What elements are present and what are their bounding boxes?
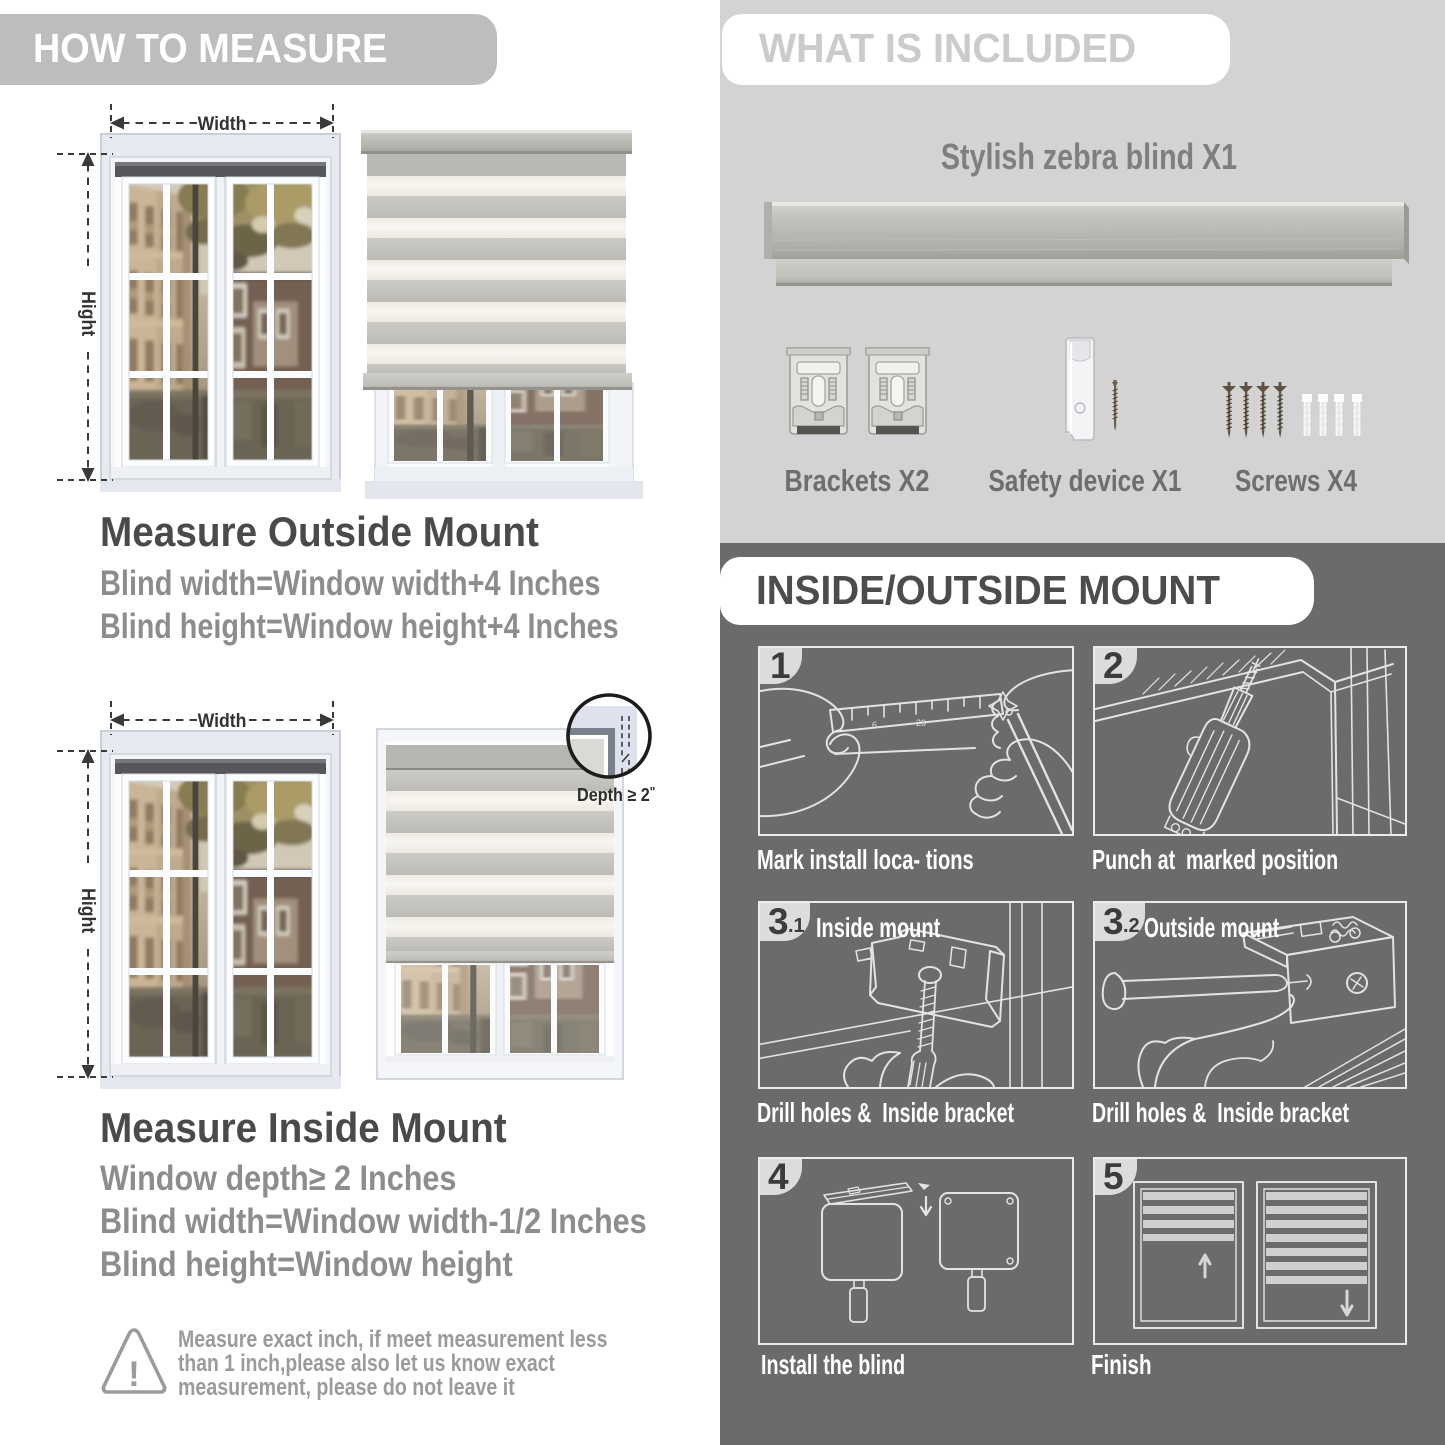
svg-text:Width: Width bbox=[198, 709, 247, 731]
svg-text:6: 6 bbox=[872, 720, 877, 730]
svg-text:!: ! bbox=[128, 1355, 140, 1394]
svg-text:Width: Width bbox=[198, 112, 247, 134]
svg-text:Hight: Hight bbox=[78, 888, 100, 933]
svg-text:Hight: Hight bbox=[78, 291, 100, 336]
svg-text:20: 20 bbox=[916, 718, 926, 728]
